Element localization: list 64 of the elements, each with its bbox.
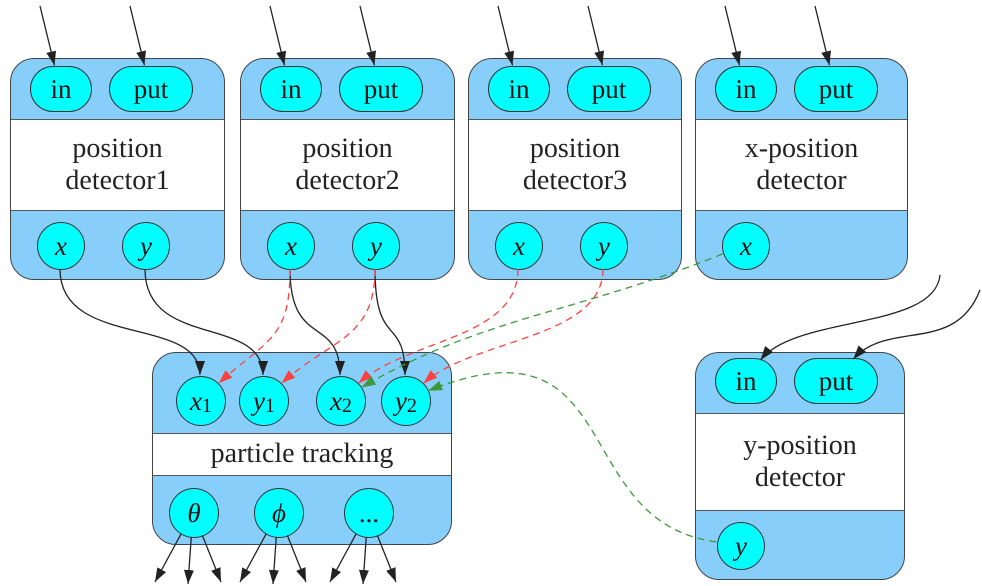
- port-node: y$_{1}$: [239, 376, 289, 426]
- module-box: [152, 352, 452, 545]
- module-box: [695, 58, 908, 280]
- connector-arrow: [281, 268, 376, 384]
- connector-arrow: [587, 6, 604, 66]
- connector-arrow: [129, 6, 146, 66]
- connector-arrow: [144, 268, 266, 376]
- port-node: put: [339, 66, 423, 112]
- port-node: in: [260, 66, 322, 112]
- connector-arrow: [497, 6, 514, 66]
- port-node: x: [37, 222, 85, 270]
- connector-arrow: [202, 534, 222, 582]
- connector-arrow: [760, 274, 941, 361]
- port-node: ...: [344, 488, 394, 538]
- connector-arrow: [239, 534, 267, 582]
- connector-arrow: [814, 6, 831, 66]
- module-title: position detector1: [64, 132, 171, 198]
- port-node: in: [715, 358, 777, 404]
- port-node: x: [267, 222, 315, 270]
- connector-arrow: [269, 6, 286, 66]
- module-box: [240, 58, 455, 280]
- port-node: x$_{2}$: [316, 376, 366, 426]
- connector-arrow: [184, 536, 194, 584]
- port-node: y$_{2}$: [381, 376, 431, 426]
- module-title: y-position detector: [742, 430, 858, 494]
- port-node: y: [352, 222, 400, 270]
- module-title: position detector2: [294, 132, 401, 198]
- port-node: in: [488, 66, 550, 112]
- port-node: ϕ: [254, 488, 304, 538]
- connector-arrow: [358, 268, 519, 384]
- module-title: position detector3: [522, 132, 628, 198]
- port-node: x: [495, 222, 543, 270]
- port-node: y: [580, 222, 628, 270]
- connector-arrow: [359, 6, 376, 66]
- connector-arrow: [154, 534, 182, 582]
- connector-arrow: [358, 536, 369, 584]
- connector-arrow: [39, 6, 56, 66]
- connector-arrow: [268, 536, 279, 584]
- port-node: y: [717, 522, 765, 570]
- port-node: put: [567, 66, 651, 112]
- module-box: [695, 352, 905, 580]
- module-title: particle tracking: [210, 438, 394, 471]
- connector-arrow: [423, 268, 604, 384]
- port-node: θ: [169, 488, 219, 538]
- connector-arrow: [218, 268, 291, 384]
- connector-arrow: [361, 253, 723, 388]
- connector-arrow: [852, 290, 981, 360]
- connector-arrow: [376, 534, 397, 582]
- connector-arrow: [329, 534, 357, 582]
- port-node: put: [109, 66, 193, 112]
- port-node: in: [715, 66, 777, 112]
- connector-arrow: [724, 6, 742, 66]
- connector-arrow: [428, 372, 716, 542]
- port-node: x: [722, 222, 770, 270]
- module-box: [10, 58, 225, 280]
- port-node: in: [30, 66, 92, 112]
- connector-arrow: [59, 268, 202, 376]
- port-node: put: [794, 66, 878, 112]
- port-node: x$_{1}$: [176, 376, 226, 426]
- port-node: y: [122, 222, 170, 270]
- module-title: x-position detector: [744, 132, 860, 198]
- module-box: [468, 58, 682, 280]
- connector-arrow: [286, 534, 307, 582]
- port-node: put: [794, 358, 878, 404]
